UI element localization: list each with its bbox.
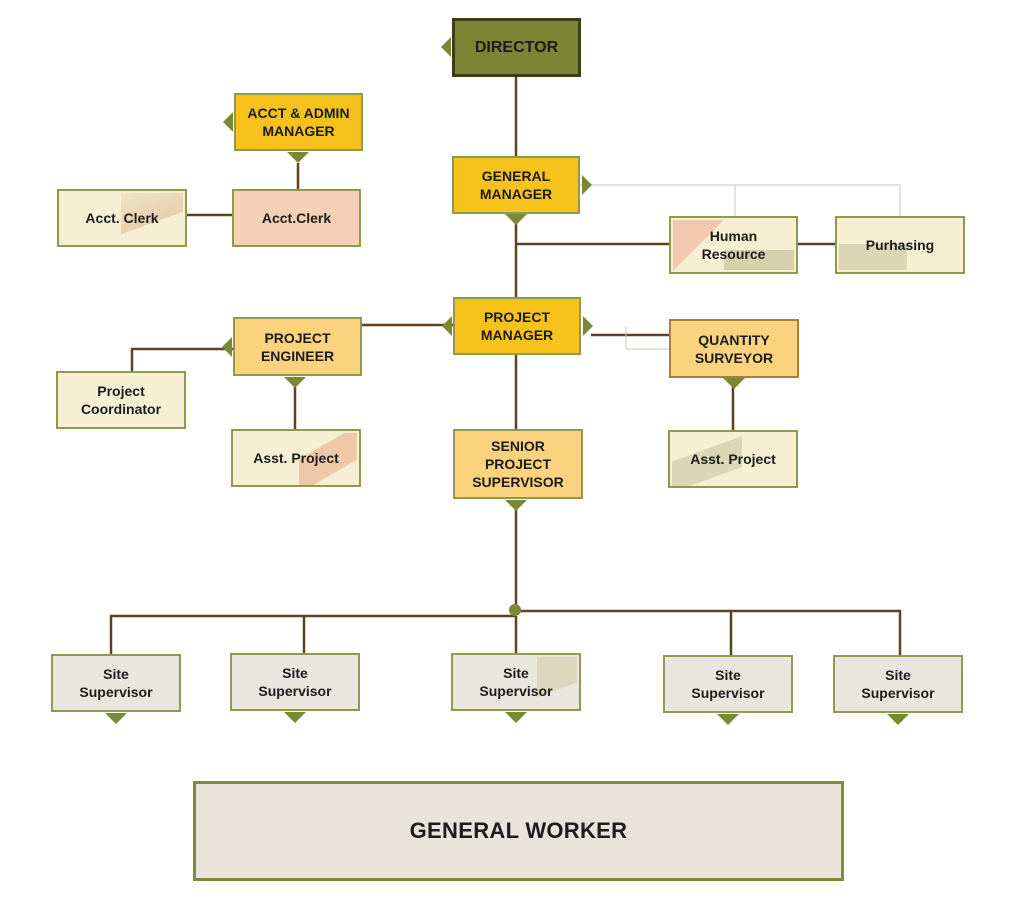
general-manager-label: GENERAL MANAGER — [479, 168, 553, 202]
triangle-left-icon — [223, 112, 233, 132]
connector-bus-right — [516, 609, 902, 655]
site-supervisor-label: Site Supervisor — [479, 665, 553, 699]
triangle-down-icon — [105, 713, 127, 724]
general-worker-box: GENERAL WORKER — [193, 781, 844, 881]
general-manager-box: GENERAL MANAGER — [452, 156, 580, 214]
triangle-right-icon — [582, 175, 592, 195]
junction-dot — [509, 604, 521, 616]
triangle-left-icon — [222, 337, 232, 357]
asst-project-left-label: Asst. Project — [253, 450, 339, 466]
site-supervisor-label: Site Supervisor — [691, 667, 765, 701]
project-engineer-box: PROJECT ENGINEER — [233, 317, 362, 376]
acct-clerk-right-box: Acct.Clerk — [232, 189, 361, 247]
site-supervisor-box: Site Supervisor — [663, 655, 793, 713]
senior-project-supervisor-box: SENIOR PROJECT SUPERVISOR — [453, 429, 583, 499]
triangle-down-icon — [505, 712, 527, 723]
triangle-down-icon — [887, 714, 909, 725]
project-manager-label: PROJECT MANAGER — [480, 309, 554, 343]
asst-project-right-label: Asst. Project — [690, 451, 776, 467]
acct-clerk-left-box: Acct. Clerk — [57, 189, 187, 247]
project-coordinator-label: Project Coordinator — [80, 383, 162, 417]
triangle-down-icon — [284, 712, 306, 723]
human-resource-label: Human Resource — [701, 228, 766, 262]
site-supervisor-box: Site Supervisor — [230, 653, 360, 711]
project-coordinator-box: Project Coordinator — [56, 371, 186, 429]
connector-pe-coordinator — [130, 347, 233, 372]
triangle-down-icon — [723, 378, 745, 389]
triangle-left-icon — [441, 37, 451, 57]
site-supervisor-box: Site Supervisor — [451, 653, 581, 711]
general-worker-label: GENERAL WORKER — [409, 818, 628, 843]
purchasing-box: Purhasing — [835, 216, 965, 274]
triangle-right-icon — [583, 316, 593, 336]
faint-guide-top — [580, 184, 901, 216]
triangle-left-icon — [442, 316, 452, 336]
triangle-down-icon — [505, 214, 527, 225]
project-manager-box: PROJECT MANAGER — [453, 297, 581, 355]
triangle-down-icon — [505, 500, 527, 511]
acct-admin-manager-label: ACCT & ADMIN MANAGER — [247, 105, 350, 139]
triangle-down-icon — [284, 377, 306, 388]
site-supervisor-box: Site Supervisor — [833, 655, 963, 713]
quantity-surveyor-box: QUANTITY SURVEYOR — [669, 319, 799, 378]
senior-project-supervisor-label: SENIOR PROJECT SUPERVISOR — [472, 438, 564, 490]
project-engineer-label: PROJECT ENGINEER — [260, 329, 335, 364]
director-label: DIRECTOR — [474, 38, 559, 56]
quantity-surveyor-label: QUANTITY SURVEYOR — [694, 331, 774, 366]
faint-guide-qs — [625, 327, 670, 350]
triangle-down-icon — [717, 714, 739, 725]
asst-project-left-box: Asst. Project — [231, 429, 361, 487]
acct-clerk-right-label: Acct.Clerk — [261, 210, 332, 226]
connector-bus-left — [109, 614, 516, 655]
acct-clerk-left-label: Acct. Clerk — [85, 210, 159, 226]
director-box: DIRECTOR — [452, 18, 581, 77]
site-supervisor-label: Site Supervisor — [258, 665, 332, 699]
site-supervisor-label: Site Supervisor — [861, 667, 935, 701]
human-resource-box: Human Resource — [669, 216, 798, 274]
triangle-down-icon — [287, 152, 309, 163]
site-supervisor-box: Site Supervisor — [51, 654, 181, 712]
asst-project-right-box: Asst. Project — [668, 430, 798, 488]
site-supervisor-label: Site Supervisor — [79, 666, 153, 700]
purchasing-label: Purhasing — [865, 237, 935, 253]
acct-admin-manager-box: ACCT & ADMIN MANAGER — [234, 93, 363, 151]
